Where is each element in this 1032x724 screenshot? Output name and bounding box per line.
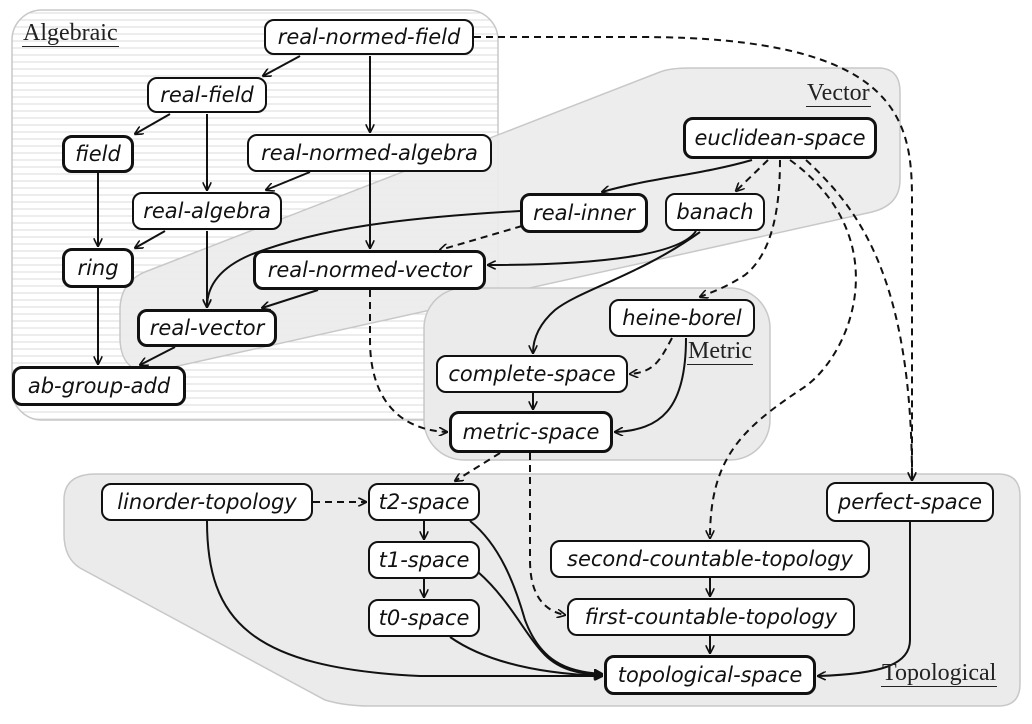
edge-t0-space-to-topological-space	[449, 636, 602, 676]
node-real-normed-algebra: real-normed-algebra	[247, 134, 492, 172]
edge-group	[98, 36, 912, 676]
region-label-algebraic: Algebraic	[22, 20, 119, 47]
node-real-field: real-field	[147, 77, 267, 113]
node-ab-group-add: ab-group-add	[12, 366, 186, 406]
edge-real-normed-algebra-to-real-algebra	[266, 171, 311, 190]
edge-banach-to-complete-space	[533, 231, 701, 353]
edge-euclidean-space-to-perfect-space	[805, 159, 912, 480]
edge-real-inner-to-real-normed-vector	[440, 225, 523, 250]
node-second-countable-topology: second-countable-topology	[550, 540, 870, 578]
node-linorder-topology: linorder-topology	[101, 483, 313, 521]
node-perfect-space: perfect-space	[826, 482, 994, 522]
topological-region	[63, 473, 1021, 707]
node-ring: ring	[62, 248, 134, 288]
node-metric-space: metric-space	[449, 411, 613, 453]
edge-perfect-space-to-topological-space	[818, 522, 911, 676]
edge-metric-space-to-t2-space	[455, 452, 501, 481]
node-complete-space: complete-space	[436, 355, 628, 393]
edge-t2-space-to-topological-space	[469, 520, 602, 674]
edge-real-vector-to-ab-group-add	[140, 346, 176, 365]
node-real-algebra: real-algebra	[132, 192, 282, 230]
edge-metric-space-to-first-countable-topology	[529, 453, 565, 615]
node-real-vector: real-vector	[137, 309, 277, 347]
edge-t1-space-to-topological-space	[477, 571, 602, 675]
edge-real-field-to-field	[135, 113, 171, 134]
edge-real-normed-field-to-perfect-space	[474, 36, 912, 480]
edge-real-inner-to-real-vector	[207, 210, 521, 307]
edge-heine-borel-to-metric-space	[615, 337, 687, 432]
node-real-normed-field: real-normed-field	[264, 19, 474, 55]
edge-banach-to-real-normed-vector	[488, 230, 697, 265]
node-t2-space: t2-space	[368, 483, 480, 521]
edge-real-algebra-to-ring	[135, 230, 166, 248]
edge-euclidean-space-to-banach	[736, 159, 769, 191]
node-real-inner: real-inner	[520, 193, 648, 233]
node-real-normed-vector: real-normed-vector	[253, 250, 486, 290]
region-label-topological: Topological	[881, 660, 998, 687]
region-label-vector: Vector	[806, 80, 871, 107]
node-heine-borel: heine-borel	[609, 299, 755, 337]
node-topological-space: topological-space	[604, 655, 816, 695]
node-first-countable-topology: first-countable-topology	[567, 598, 855, 636]
node-banach: banach	[665, 193, 765, 231]
edge-linorder-topology-to-topological-space	[206, 520, 602, 676]
node-t0-space: t0-space	[368, 599, 480, 637]
edge-euclidean-space-to-second-countable-topology	[710, 159, 857, 538]
edge-heine-borel-to-complete-space	[630, 337, 673, 374]
region-label-metric: Metric	[687, 338, 753, 365]
node-field: field	[62, 135, 134, 173]
edge-real-normed-vector-to-real-vector	[262, 289, 319, 308]
node-euclidean-space: euclidean-space	[683, 117, 877, 159]
edge-real-normed-field-to-real-field	[263, 55, 301, 76]
node-t1-space: t1-space	[368, 541, 480, 579]
edge-euclidean-space-to-real-inner	[602, 159, 753, 192]
edge-euclidean-space-to-heine-borel	[700, 159, 781, 297]
